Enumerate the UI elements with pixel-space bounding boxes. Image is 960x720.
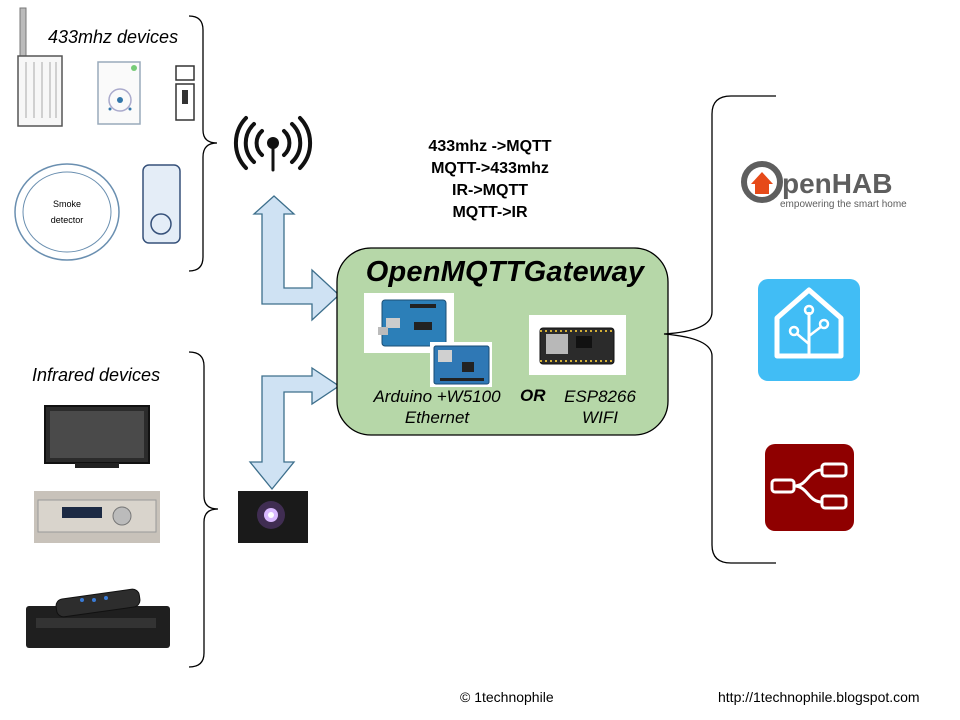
arduino-board-image: [364, 293, 454, 353]
openhab-tagline: empowering the smart home: [780, 199, 907, 210]
doorbell-device: [142, 164, 181, 244]
esp8266-option-line1: ESP8266: [564, 387, 636, 406]
av-receiver-device: [34, 491, 160, 543]
controllers-bracket: [663, 95, 776, 564]
esp8266-option-line2: WIFI: [582, 408, 618, 427]
rf-group-bracket: [188, 15, 218, 272]
esp8266-option-caption: ESP8266 WIFI: [552, 386, 648, 428]
protocol-item: MQTT->433mhz: [431, 160, 549, 177]
openhab-logo-text: penHAB: [782, 168, 892, 199]
smoke-detector-device: Smoke detector: [14, 163, 120, 261]
ir-devices-label: Infrared devices: [32, 365, 160, 385]
dvd-player-device: [26, 588, 170, 648]
ir-led-image: [238, 491, 308, 543]
blog-url-link[interactable]: http://1technophile.blogspot.com: [718, 689, 920, 705]
arduino-option-caption: Arduino +W5100 Ethernet: [362, 386, 512, 428]
copyright-text: © 1technophile: [460, 689, 554, 705]
ir-bidirectional-arrow: [248, 366, 341, 491]
w5100-shield-image: [430, 342, 492, 387]
node-red-logo: [765, 444, 854, 531]
openhab-logo: penHAB empowering the smart home: [741, 161, 907, 210]
arduino-option-line1: Arduino +W5100: [373, 387, 501, 406]
smoke-detector-text-2: detector: [51, 215, 84, 225]
esp8266-board-image: [529, 315, 626, 375]
smoke-detector-text-1: Smoke: [53, 199, 81, 209]
home-assistant-logo: [758, 279, 860, 381]
rf-antenna-icon: [233, 116, 313, 172]
door-sensor-device: [175, 65, 195, 121]
ir-devices-group: Infrared devices: [26, 351, 219, 668]
rf-devices-label: 433mhz devices: [48, 27, 178, 47]
protocol-item: MQTT->IR: [452, 204, 528, 221]
radiator-sensor-device: [17, 7, 63, 127]
arduino-option-line2: Ethernet: [404, 408, 470, 427]
rf-bidirectional-arrow: [252, 195, 340, 322]
protocol-item: 433mhz ->MQTT: [428, 138, 552, 155]
tv-device: [44, 405, 150, 468]
rf-devices-group: 433mhz devices Smoke detector: [14, 7, 218, 272]
gateway-box: [336, 247, 669, 436]
protocol-list: 433mhz ->MQTT MQTT->433mhz IR->MQTT MQTT…: [380, 136, 600, 224]
gateway-title: OpenMQTTGateway: [365, 256, 645, 288]
power-plug-device: [97, 61, 141, 125]
protocol-item: IR->MQTT: [452, 182, 528, 199]
or-separator: OR: [520, 386, 546, 405]
ir-group-bracket: [188, 351, 219, 668]
